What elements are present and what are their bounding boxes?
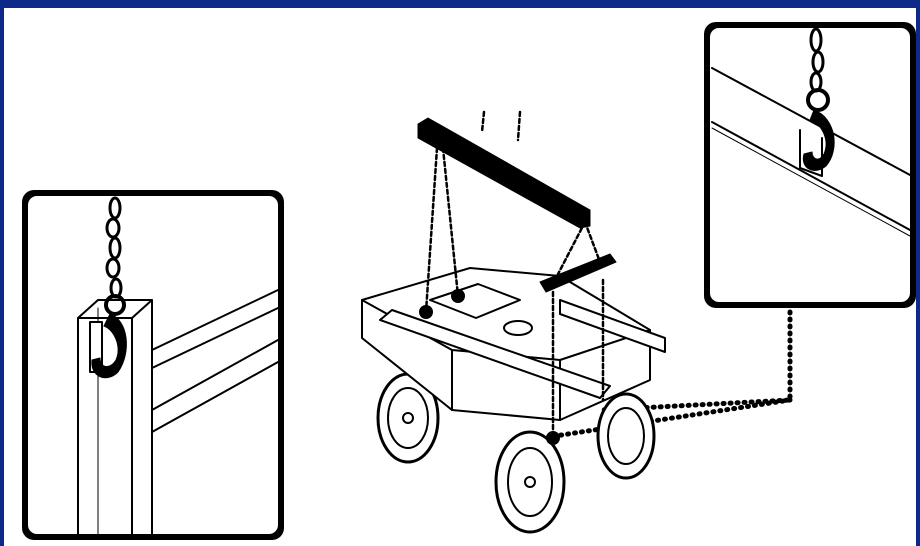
wheel (376, 372, 440, 464)
right-inset-detail (704, 22, 916, 308)
hook-icon (91, 294, 127, 379)
hook-icon (802, 88, 835, 171)
vehicle-chassis (361, 267, 666, 534)
arm (559, 299, 666, 353)
spreader-bar-upper (417, 117, 591, 229)
wheel (596, 392, 656, 480)
rail (711, 67, 911, 237)
lifting-chains (424, 110, 605, 440)
spreader-bar-lower (539, 253, 617, 293)
connector-lines (552, 309, 793, 439)
post (77, 299, 153, 536)
left-inset-detail (22, 190, 284, 540)
chain (809, 27, 825, 93)
beam (151, 289, 279, 433)
wheel (494, 430, 566, 534)
